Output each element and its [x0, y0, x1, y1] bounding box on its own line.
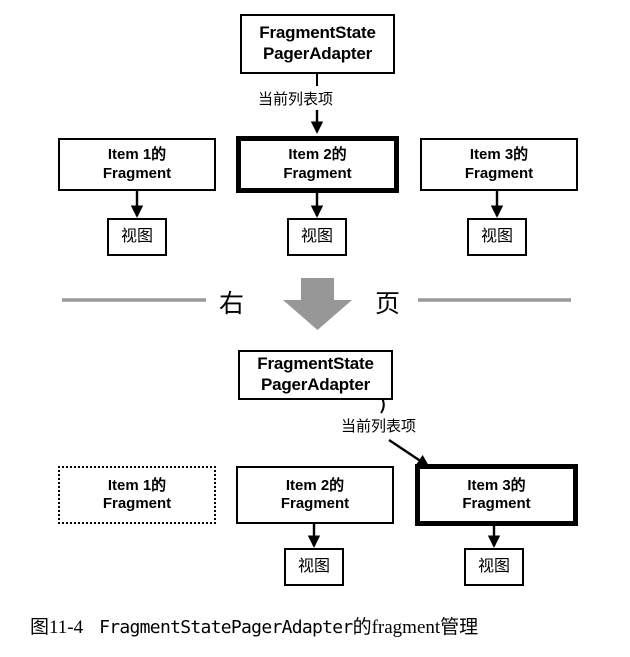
figure-caption-tail-fragment: fragment	[371, 617, 441, 638]
figure-caption-tail-2: 管理	[440, 617, 479, 638]
adapter-box-top-line2: PagerAdapter	[262, 44, 373, 63]
fragment-box-bottom-item1-line2: Fragment	[102, 495, 172, 512]
adapter-box-bottom-line1: FragmentState	[257, 354, 374, 374]
view-box-top-item1-label: 视图	[120, 228, 153, 246]
current-item-label-top: 当前列表项	[258, 91, 334, 108]
fragment-box-top-item2-line2: Fragment	[283, 164, 352, 182]
figure-caption-tail-1: 的	[352, 617, 372, 638]
fragment-box-top-item1: Item 1的 Fragment	[58, 138, 216, 191]
fragment-box-bottom-item2-line1: Item 2的	[285, 476, 345, 494]
figure-caption: 图11-4 FragmentStatePagerAdapter的fragment管…	[30, 612, 610, 639]
connector-adapter-to-label-bottom	[380, 397, 385, 414]
fragment-box-bottom-item2: Item 2的 Fragment	[236, 466, 394, 524]
fragment-box-bottom-item3-active: Item 3的 Fragment	[415, 464, 578, 526]
view-box-bottom-item3-label: 视图	[477, 558, 510, 576]
fragment-box-top-item1-line1: Item 1的	[107, 146, 167, 164]
adapter-box-top: FragmentState PagerAdapter	[240, 14, 395, 74]
fragment-box-bottom-item2-line2: Fragment	[280, 495, 350, 512]
fragment-box-top-item3-line2: Fragment	[464, 164, 534, 182]
adapter-box-top-line1: FragmentState	[259, 23, 376, 43]
view-box-top-item2-label: 视图	[300, 228, 333, 246]
current-item-label-bottom: 当前列表项	[341, 418, 417, 435]
separator-label-right: 页	[375, 290, 401, 318]
fragment-box-bottom-item1-line1: Item 1的	[107, 476, 167, 494]
fragment-box-top-item2-active: Item 2的 Fragment	[236, 136, 399, 193]
view-box-top-item3: 视图	[467, 218, 527, 256]
fragment-box-top-item1-line2: Fragment	[102, 164, 172, 182]
fragment-box-top-item2-line1: Item 2的	[288, 146, 347, 164]
view-box-top-item1: 视图	[107, 218, 167, 256]
fragment-box-bottom-item3-line1: Item 3的	[467, 476, 526, 494]
fragment-box-top-item3: Item 3的 Fragment	[420, 138, 578, 191]
figure-caption-index: 图11-4	[30, 617, 84, 638]
page-turn-arrow-icon	[283, 278, 352, 330]
view-box-top-item3-label: 视图	[480, 228, 513, 246]
arrow-label-to-item3-bottom	[388, 439, 430, 468]
view-box-bottom-item2: 视图	[284, 548, 344, 586]
view-box-bottom-item2-label: 视图	[297, 558, 330, 576]
adapter-box-bottom-line2: PagerAdapter	[260, 375, 371, 394]
separator-label-left: 右	[219, 290, 245, 318]
fragment-box-bottom-item3-line2: Fragment	[462, 495, 531, 512]
fragment-box-bottom-item1-destroyed: Item 1的 Fragment	[58, 466, 216, 524]
fragment-box-top-item3-line1: Item 3的	[469, 146, 529, 164]
figure-caption-classname: FragmentStatePagerAdapter	[99, 617, 353, 638]
adapter-box-bottom: FragmentState PagerAdapter	[238, 350, 393, 400]
view-box-top-item2: 视图	[287, 218, 347, 256]
view-box-bottom-item3: 视图	[464, 548, 524, 586]
